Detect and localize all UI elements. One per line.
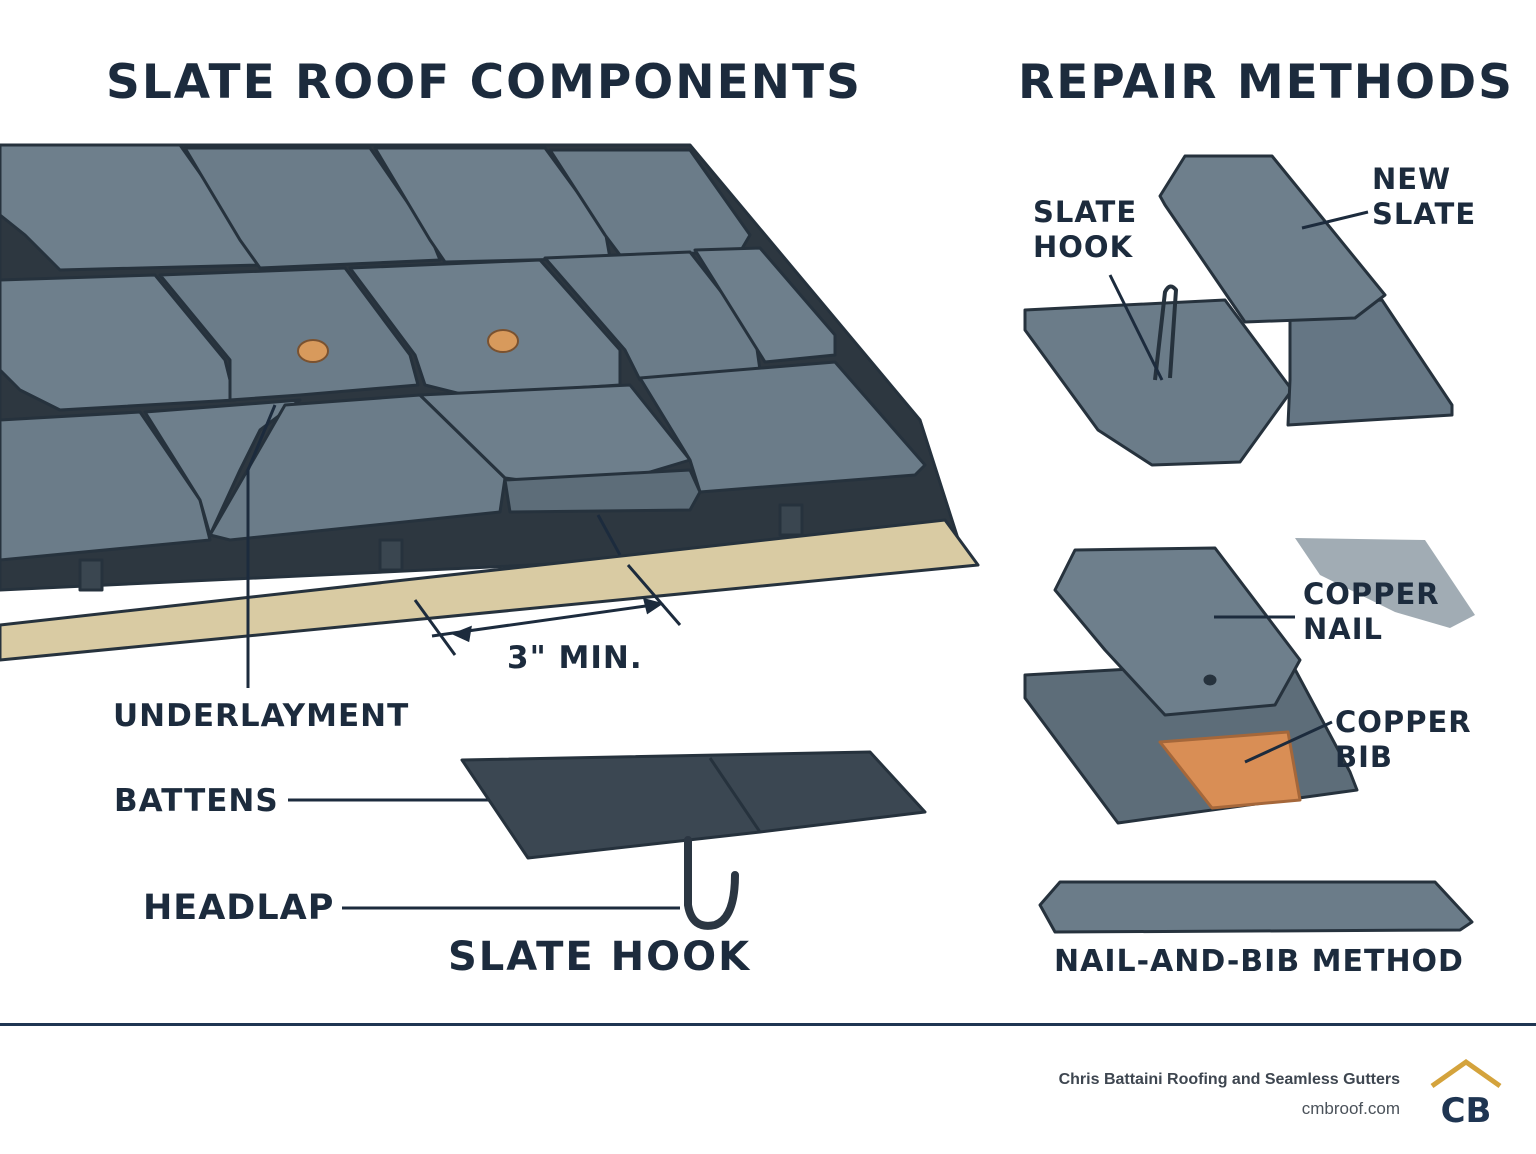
new-slate-tile [1158,154,1387,324]
label-line: HOOK [1033,230,1134,264]
nail-mark [1203,674,1217,686]
company-name: Chris Battaini Roofing and Seamless Gutt… [1058,1071,1400,1088]
logo-text: CB [1441,1091,1492,1128]
copper-bib-plate [1158,730,1302,810]
leader-lines-right-mid [1214,615,1333,764]
slate-tile [158,266,420,402]
label-slate-hook-right: SLATE HOOK [1033,195,1137,265]
footer-brand: Chris Battaini Roofing and Seamless Gutt… [1059,1071,1400,1119]
company-url[interactable]: cmbroof.com [1301,1099,1400,1118]
slate-tile [503,468,702,514]
leader-lines-right-top [1108,210,1369,381]
label-battens: BATTENS [114,783,279,819]
label-line: COPPER [1303,577,1440,611]
roof-section [0,143,980,662]
label-line: NAIL [1303,612,1383,646]
label-line: COPPER [1335,705,1472,739]
repair-step-bib [1023,538,1475,825]
slate-hook-detail [460,750,927,930]
house-logo-icon: CB [1430,1058,1502,1128]
copper-nail-head [487,329,519,353]
footer-divider [0,1023,1536,1026]
overlay-slate [1053,546,1302,717]
slate-tile [693,246,837,364]
copper-nail-head [297,339,329,363]
repair-step-hook [1023,154,1454,467]
existing-slate [1023,298,1294,467]
leader-lines-left [246,404,682,910]
repair-step-flat [1038,880,1474,934]
title-repair-methods: REPAIR METHODS [1018,55,1514,110]
eave-board [0,518,980,662]
label-headlap: HEADLAP [143,888,335,928]
label-line: NEW [1372,162,1452,196]
label-underlayment: UNDERLAYMENT [113,698,410,734]
title-slate-roof-components: SLATE ROOF COMPONENTS [106,55,862,110]
label-line: SLATE [1033,195,1138,229]
label-copper-bib: COPPER BIB [1335,705,1472,775]
measure-label: 3" MIN. [507,640,643,676]
label-nail-and-bib-method: NAIL-AND-BIB METHOD [1054,944,1464,979]
slate-tile [183,146,442,270]
slate-tile [638,360,927,494]
slate-tile [0,273,237,412]
batten-strip [78,503,804,592]
label-line: SLATE [1372,197,1477,231]
label-new-slate: NEW SLATE [1372,162,1476,232]
slate-ghost [1295,538,1475,628]
label-slate-hook: SLATE HOOK [448,934,752,980]
finished-slate [1038,880,1474,934]
adjacent-slate [1286,298,1454,427]
label-copper-nail: COPPER NAIL [1303,577,1440,647]
label-line: BIB [1335,740,1393,774]
